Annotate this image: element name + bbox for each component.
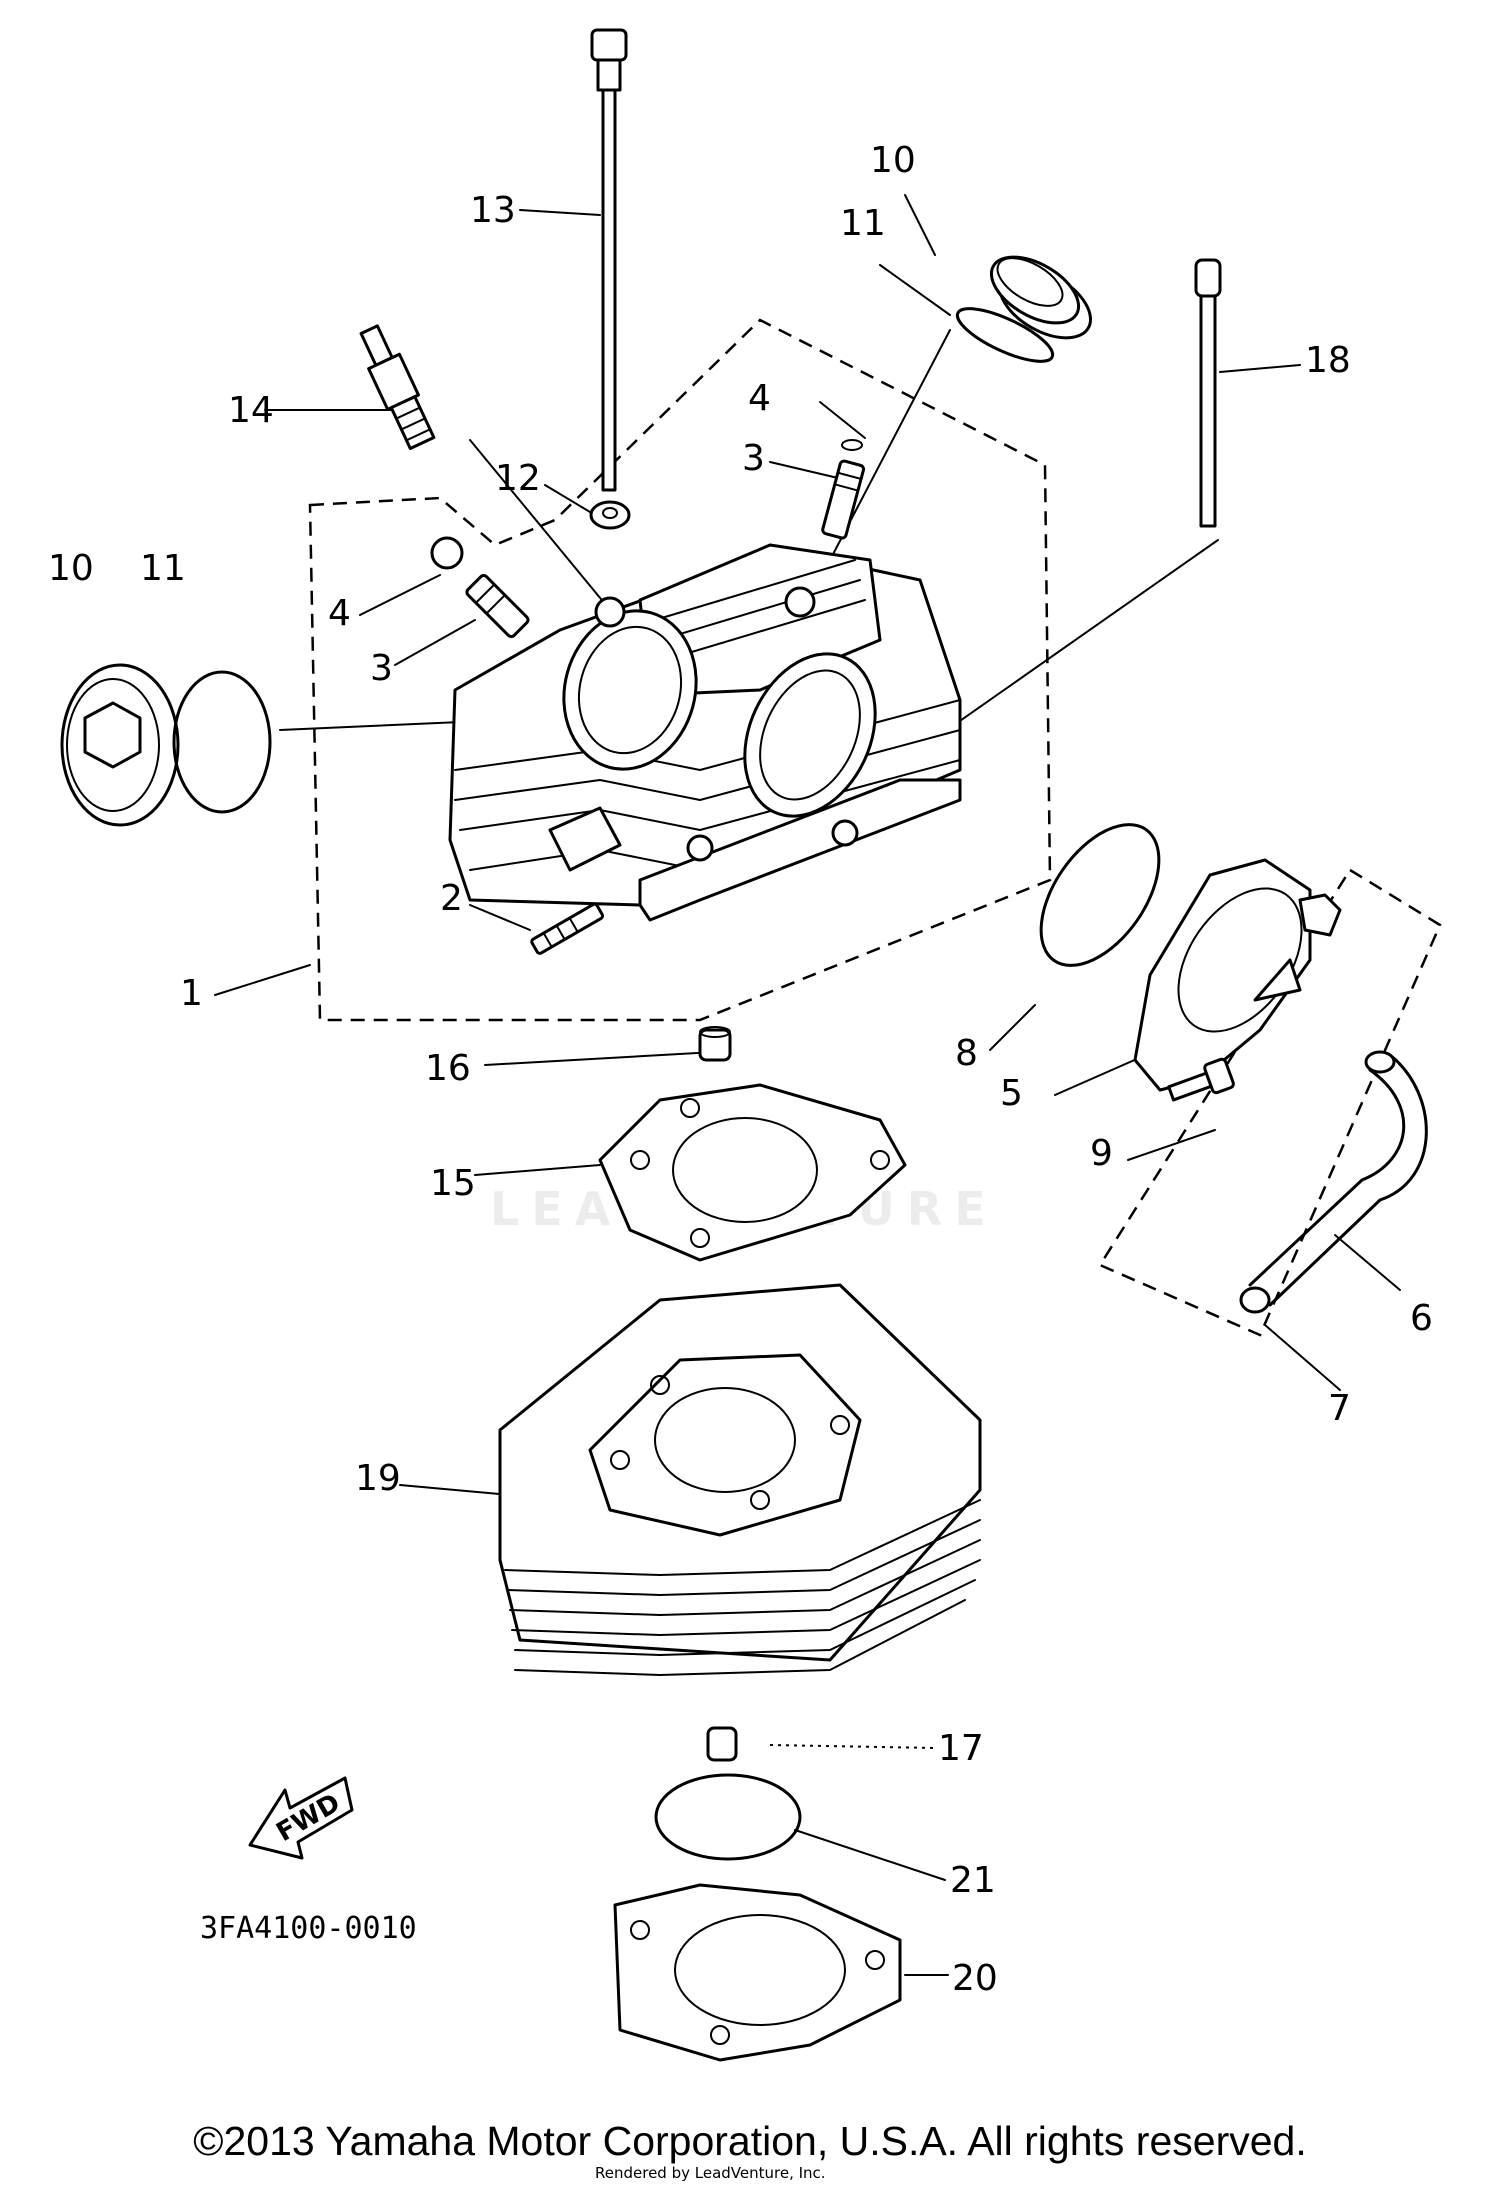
spark-plug-14 [359,324,436,450]
label-5: 5 [1000,1073,1023,1114]
dowel-16 [698,1026,732,1062]
label-9: 9 [1090,1133,1113,1174]
part-labels: 1 2 3 3 4 4 5 6 7 8 9 10 10 11 11 12 13 … [48,140,1433,1999]
label-11-top: 11 [840,203,886,244]
label-6: 6 [1410,1298,1433,1339]
label-3-top: 3 [742,438,765,479]
base-gasket-20 [613,1883,902,2062]
hose-6 [1248,1050,1428,1307]
label-4-top: 4 [748,378,771,419]
pin-4-left [430,536,464,570]
rendered-note: Rendered by LeadVenture, Inc. [595,2164,826,2182]
label-10-left: 10 [48,548,94,589]
fwd-arrow: FWD [248,1776,354,1860]
bolt-9 [1167,1057,1235,1102]
o-ring-21 [654,1773,802,1861]
label-7: 7 [1328,1388,1351,1429]
label-15: 15 [430,1163,476,1204]
thermo-assembly-box [1098,868,1442,1337]
cap-10-top [989,255,1093,340]
cylinder-head-1 [448,543,962,922]
label-8: 8 [955,1033,978,1074]
diagram-code: 3FA4100-0010 [200,1911,417,1946]
cylinder-19 [498,1283,982,1676]
label-18: 18 [1305,340,1351,381]
copyright-notice: ©2013 Yamaha Motor Corporation, U.S.A. A… [193,2118,1307,2164]
label-12: 12 [495,458,541,499]
label-11-left: 11 [140,548,186,589]
label-20: 20 [952,1958,998,1999]
head-gasket-15 [598,1083,907,1262]
label-16: 16 [425,1048,471,1089]
head-assembly-box [308,318,1052,1022]
adjuster-3-left [465,574,530,639]
label-17: 17 [938,1728,984,1769]
pin-4-top [841,439,863,451]
washer-12 [589,500,631,530]
label-19: 19 [355,1458,401,1499]
bolt-18 [1194,258,1222,528]
thermostat-cover-5 [1133,858,1342,1092]
label-10-top: 10 [870,140,916,181]
stud-bolt-13 [590,28,628,492]
clamp-7 [1239,1286,1271,1314]
label-21: 21 [950,1860,996,1901]
label-1: 1 [180,973,203,1014]
cap-10-left [60,663,180,827]
o-ring-11-top [955,307,1055,363]
leader-lines [214,194,1401,1976]
label-3-left: 3 [370,648,393,689]
o-ring-11-left [172,670,272,814]
gasket-8 [1039,823,1161,967]
stud-2 [530,902,605,955]
label-4-left: 4 [328,593,351,634]
label-14: 14 [228,390,274,431]
label-13: 13 [470,190,516,231]
dowel-17 [706,1726,738,1762]
label-2: 2 [440,878,463,919]
adjuster-3-top [821,459,866,540]
